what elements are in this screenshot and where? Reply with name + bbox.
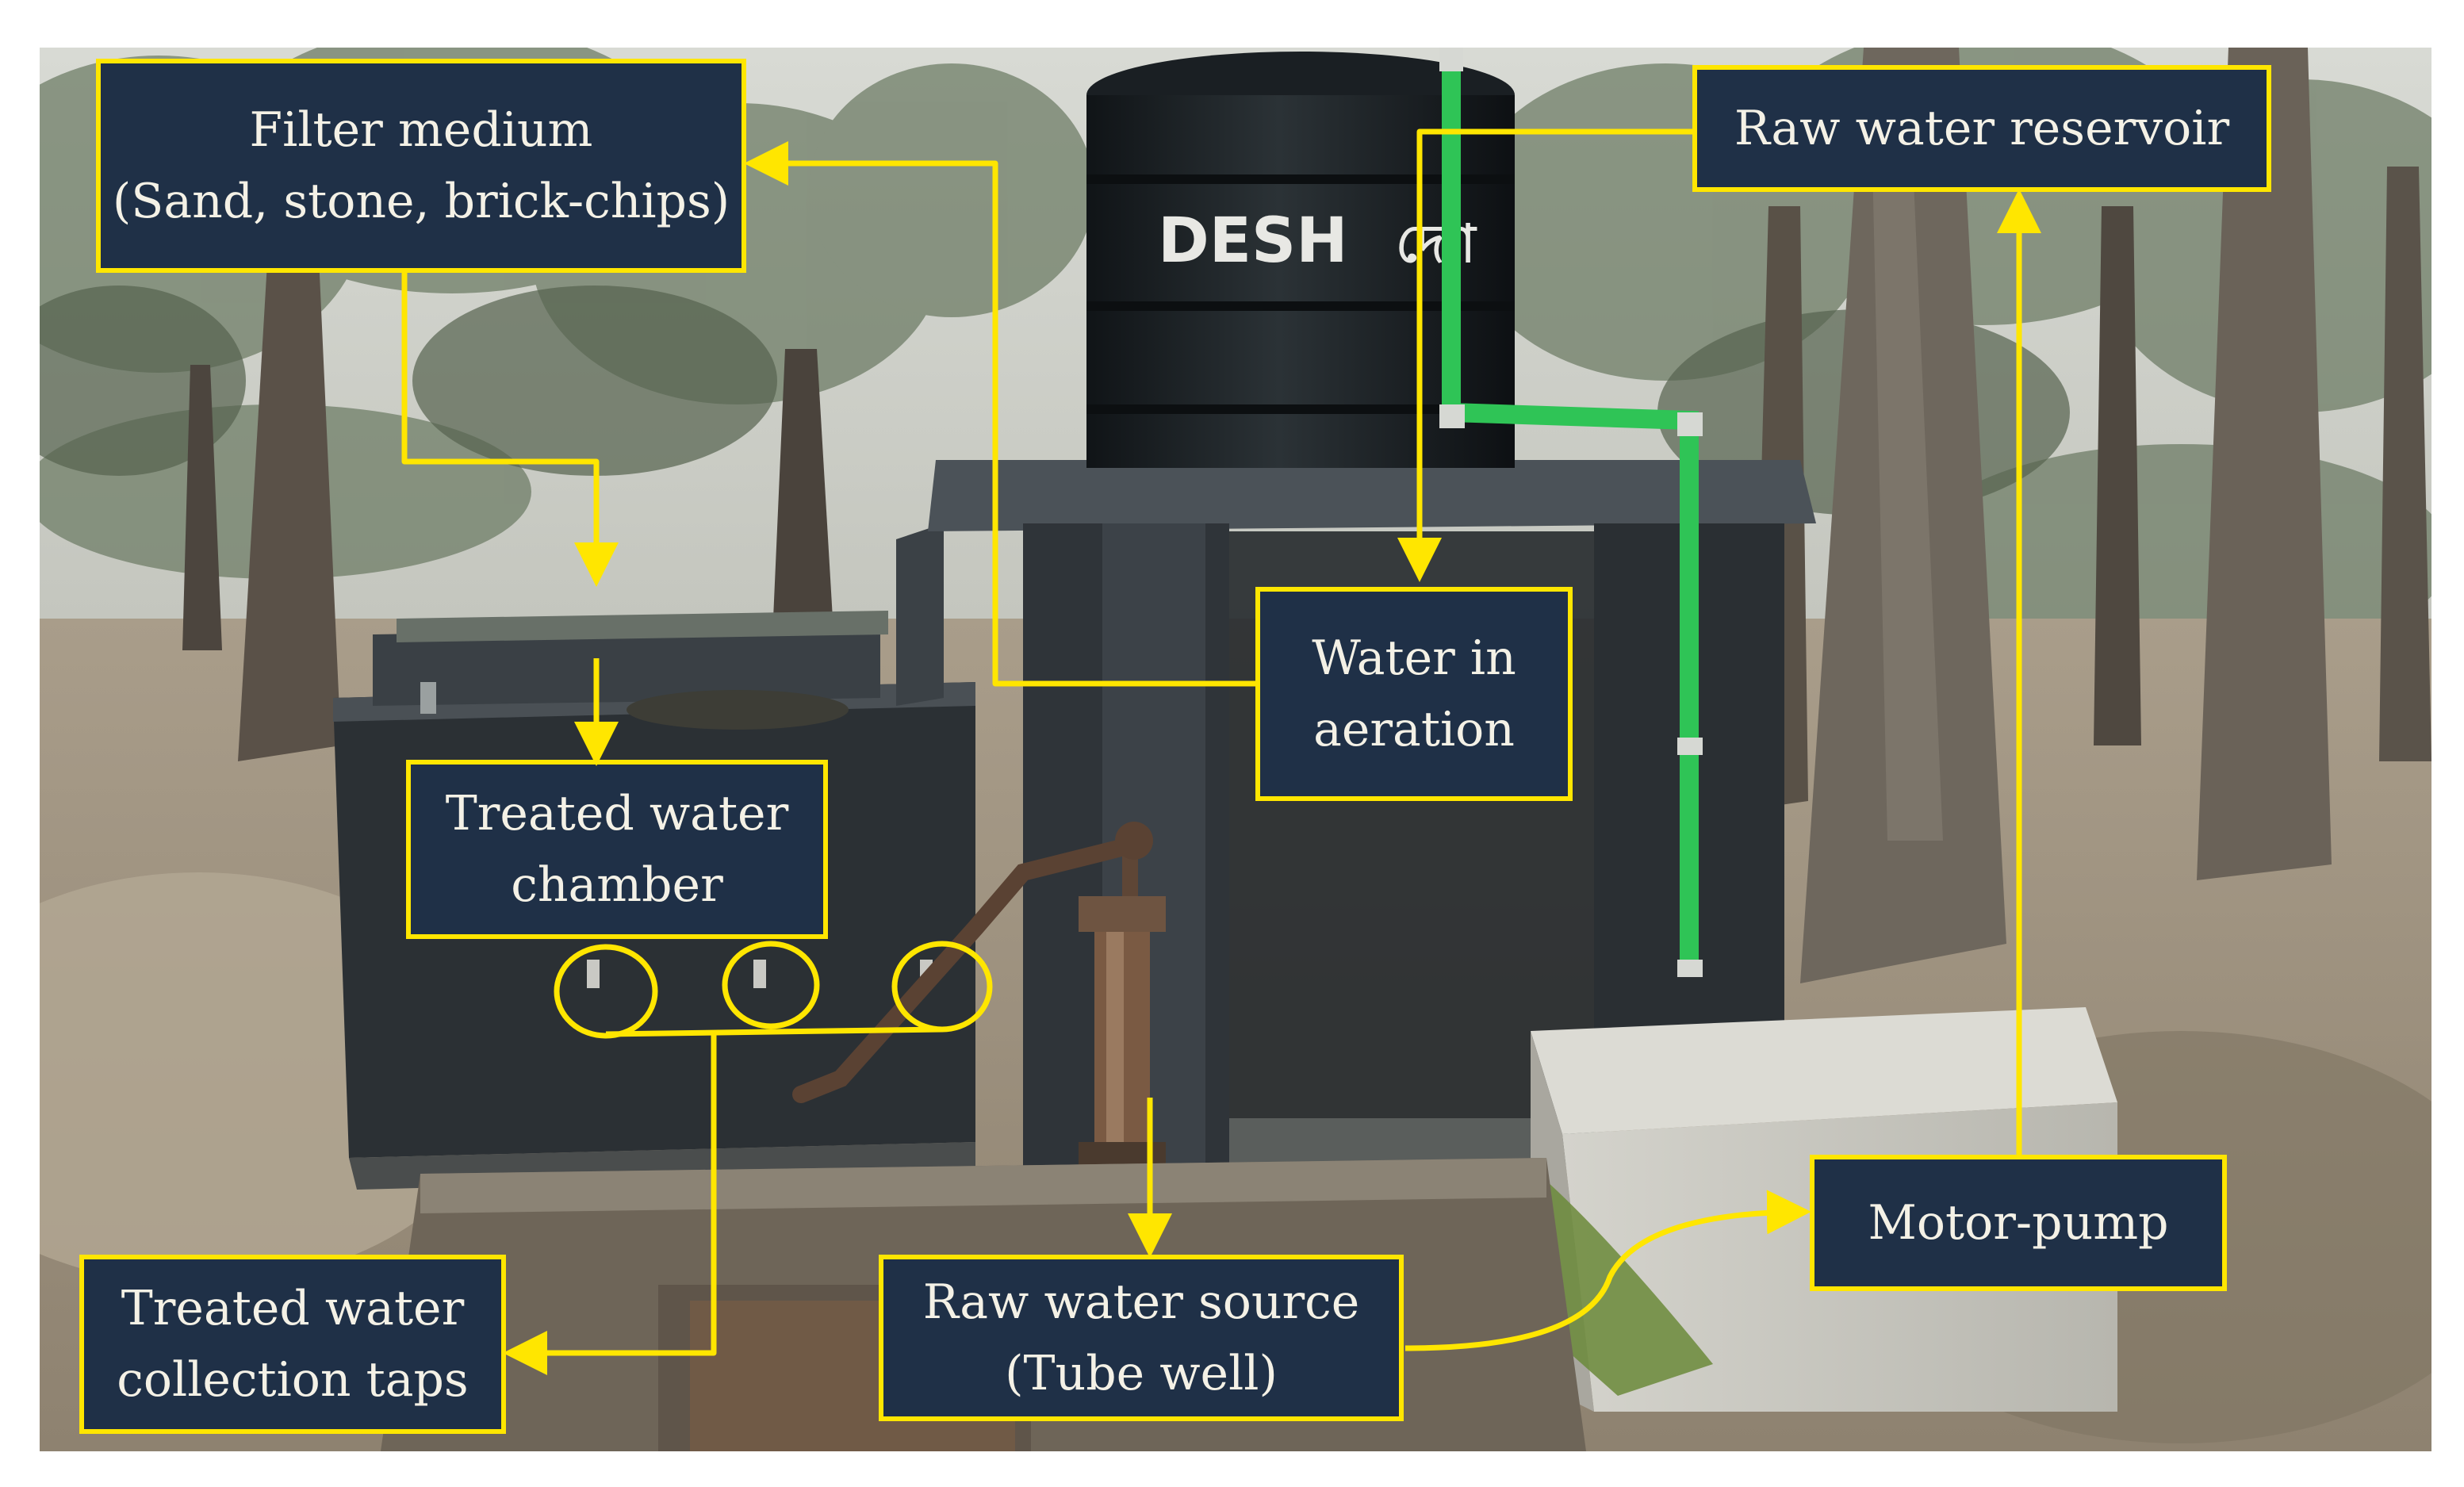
- label-raw-water-source-line-2: (Tube well): [1005, 1346, 1278, 1401]
- label-motor-pump-line-1: Motor-pump: [1868, 1195, 2169, 1251]
- label-treated-water-collection-taps-line-1: Treated water: [121, 1281, 465, 1336]
- label-treated-water-collection-taps-line-2: collection taps: [117, 1352, 469, 1408]
- label-filter-medium-line-2: (Sand, stone, brick-chips): [112, 174, 730, 229]
- label-raw-water-reservoir-line-1: Raw water reservoir: [1734, 101, 2230, 156]
- label-treated-water-chamber-line-2: chamber: [511, 857, 723, 913]
- tank-brand-bangla: দেশ: [1396, 213, 1477, 274]
- label-motor-pump: Motor-pump: [1810, 1155, 2227, 1291]
- label-raw-water-source: Raw water source (Tube well): [879, 1255, 1404, 1421]
- label-treated-water-collection-taps: Treated water collection taps: [79, 1255, 506, 1434]
- label-treated-water-chamber: Treated water chamber: [406, 760, 828, 939]
- tank-brand-latin: DESH: [1158, 205, 1347, 277]
- label-water-in-aeration-line-1: Water in: [1312, 630, 1516, 686]
- tree-trunks: [182, 48, 2431, 983]
- label-treated-water-chamber-line-1: Treated water: [445, 786, 789, 841]
- label-water-in-aeration: Water in aeration: [1255, 587, 1573, 801]
- label-raw-water-reservoir: Raw water reservoir: [1692, 65, 2271, 192]
- label-filter-medium: Filter medium (Sand, stone, brick-chips): [96, 59, 746, 273]
- label-filter-medium-line-1: Filter medium: [249, 102, 593, 158]
- label-water-in-aeration-line-2: aeration: [1313, 702, 1515, 757]
- label-raw-water-source-line-1: Raw water source: [922, 1274, 1360, 1330]
